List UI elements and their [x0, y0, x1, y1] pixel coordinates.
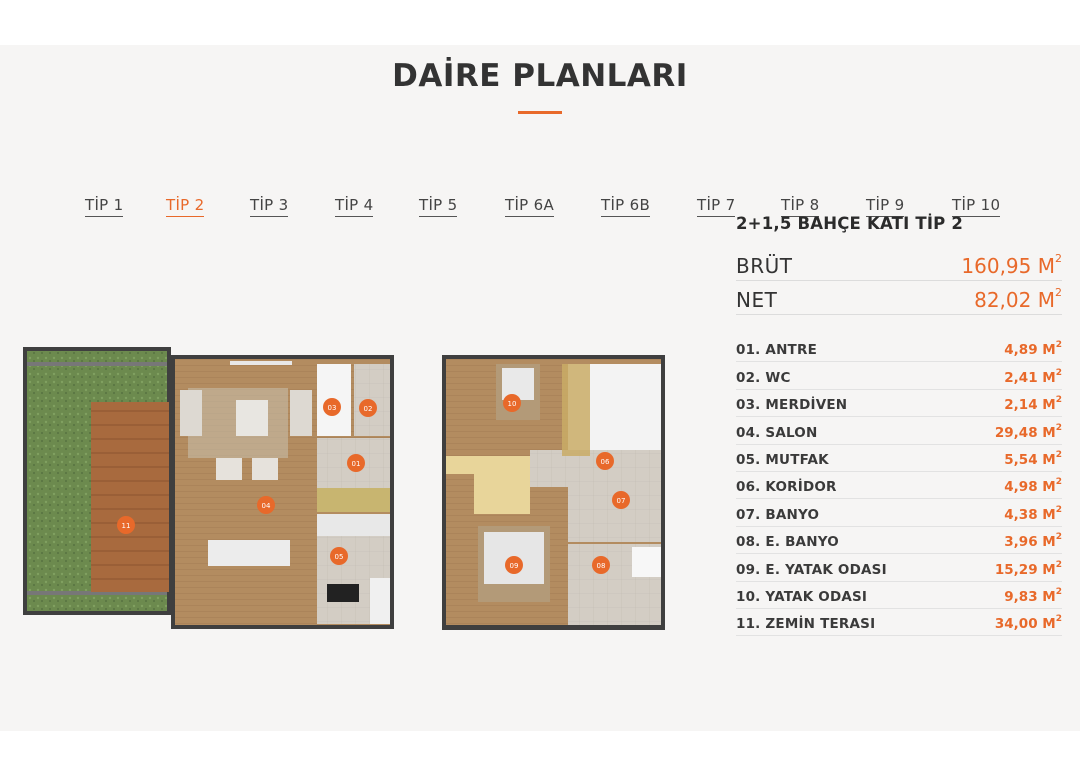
- tab-tip-6a[interactable]: TİP 6A: [505, 196, 555, 217]
- plan-info: 2+1,5 BAHÇE KATI TİP 2 BRÜT 160,95 M2 NE…: [736, 214, 1062, 637]
- tab-tip-4[interactable]: TİP 4: [335, 196, 374, 217]
- room-label: 08. E. BANYO: [736, 534, 839, 551]
- lower-floor: [171, 355, 394, 629]
- marker-label-11: 11: [122, 522, 131, 530]
- room-row: 08. E. BANYO 3,96 M2: [736, 527, 1062, 555]
- room-marker-labels: 03 02 01 04 05 11 10 06 07 08 09: [122, 400, 626, 570]
- marker-label-08: 08: [597, 562, 606, 570]
- room-row: 03. MERDİVEN 2,14 M2: [736, 390, 1062, 418]
- room-row: 10. YATAK ODASI 9,83 M2: [736, 582, 1062, 609]
- room-label: 10. YATAK ODASI: [736, 588, 868, 605]
- marker-label-01: 01: [352, 460, 361, 468]
- tab-tip-6b[interactable]: TİP 6B: [601, 196, 651, 217]
- net-area-value: 82,02 M2: [974, 286, 1062, 312]
- marker-label-02: 02: [364, 405, 373, 413]
- room-area: 4,89 M2: [1004, 340, 1062, 359]
- room-row: 02. WC 2,41 M2: [736, 362, 1062, 390]
- net-area-row: NET 82,02 M2: [736, 281, 1062, 315]
- room-marker-01[interactable]: [347, 454, 365, 472]
- room-area: 2,14 M2: [1004, 395, 1062, 414]
- room-row: 05. MUTFAK 5,54 M2: [736, 445, 1062, 472]
- room-list: 01. ANTRE 4,89 M2 02. WC 2,41 M2 03. MERDİ…: [736, 335, 1062, 637]
- title-underline: [518, 111, 562, 114]
- room-label: 05. MUTFAK: [736, 451, 829, 468]
- tab-tip-5[interactable]: TİP 5: [419, 196, 458, 217]
- room-area: 34,00 M2: [994, 614, 1062, 633]
- room-label: 06. KORİDOR: [736, 479, 837, 496]
- room-area: 15,29 M2: [994, 559, 1062, 578]
- tab-tip-7[interactable]: TİP 7: [697, 196, 736, 217]
- room-label: 09. E. YATAK ODASI: [736, 561, 887, 578]
- marker-label-06: 06: [601, 458, 610, 466]
- tab-tip-1[interactable]: TİP 1: [85, 196, 124, 217]
- room-area: 9,83 M2: [1004, 586, 1062, 605]
- room-marker-07[interactable]: [612, 491, 630, 509]
- room-marker-10[interactable]: [503, 394, 521, 412]
- room-marker-08[interactable]: [592, 556, 610, 574]
- plan-type-tabs: TİP 1 TİP 2 TİP 3 TİP 4 TİP 5 TİP 6A TİP…: [0, 150, 1080, 217]
- room-row: 07. BANYO 4,38 M2: [736, 499, 1062, 527]
- marker-label-10: 10: [508, 400, 517, 408]
- gross-area-label: BRÜT: [736, 254, 793, 278]
- room-area: 4,98 M2: [1004, 477, 1062, 496]
- room-label: 04. SALON: [736, 424, 818, 441]
- room-marker-03[interactable]: [323, 398, 341, 416]
- marker-label-05: 05: [335, 553, 344, 561]
- room-label: 11. ZEMİN TERASI: [736, 616, 876, 633]
- room-row: 01. ANTRE 4,89 M2: [736, 335, 1062, 363]
- room-label: 07. BANYO: [736, 506, 820, 523]
- room-marker-11[interactable]: [117, 516, 135, 534]
- room-row: 06. KORİDOR 4,98 M2: [736, 472, 1062, 500]
- tab-tip-9[interactable]: TİP 9: [866, 196, 905, 217]
- room-area: 2,41 M2: [1004, 367, 1062, 386]
- plan-name: 2+1,5 BAHÇE KATI TİP 2: [736, 214, 964, 233]
- upper-floor: [442, 355, 665, 630]
- terrace-area: [23, 347, 171, 615]
- room-area: 29,48 M2: [994, 422, 1062, 441]
- room-area: 4,38 M2: [1004, 504, 1062, 523]
- floor-plan-drawing: 03 02 01 04 05 11 10 06 07 08 09: [23, 347, 665, 630]
- tab-tip-2[interactable]: TİP 2: [166, 196, 205, 217]
- floor-plan: 03 02 01 04 05 11 10 06 07 08 09: [20, 300, 670, 635]
- room-marker-06[interactable]: [596, 452, 614, 470]
- room-label: 03. MERDİVEN: [736, 397, 848, 414]
- gross-area-row: BRÜT 160,95 M2: [736, 247, 1062, 281]
- room-row: 09. E. YATAK ODASI 15,29 M2: [736, 554, 1062, 582]
- room-area: 5,54 M2: [1004, 449, 1062, 468]
- room-marker-05[interactable]: [330, 547, 348, 565]
- room-marker-04[interactable]: [257, 496, 275, 514]
- room-markers: [117, 394, 630, 574]
- net-area-label: NET: [736, 288, 778, 312]
- tab-tip-8[interactable]: TİP 8: [781, 196, 820, 217]
- room-marker-02[interactable]: [359, 399, 377, 417]
- tab-tip-10[interactable]: TİP 10: [952, 196, 1001, 217]
- room-label: 02. WC: [736, 369, 791, 386]
- page-title: DAİRE PLANLARI: [392, 58, 688, 94]
- marker-label-03: 03: [328, 404, 337, 412]
- tab-tip-3[interactable]: TİP 3: [250, 196, 289, 217]
- room-area: 3,96 M2: [1004, 532, 1062, 551]
- room-row: 11. ZEMİN TERASI 34,00 M2: [736, 609, 1062, 637]
- marker-label-04: 04: [262, 502, 271, 510]
- marker-label-07: 07: [617, 497, 626, 505]
- room-marker-09[interactable]: [505, 556, 523, 574]
- gross-area-value: 160,95 M2: [961, 252, 1062, 278]
- marker-label-09: 09: [510, 562, 519, 570]
- room-label: 01. ANTRE: [736, 342, 817, 359]
- room-row: 04. SALON 29,48 M2: [736, 417, 1062, 445]
